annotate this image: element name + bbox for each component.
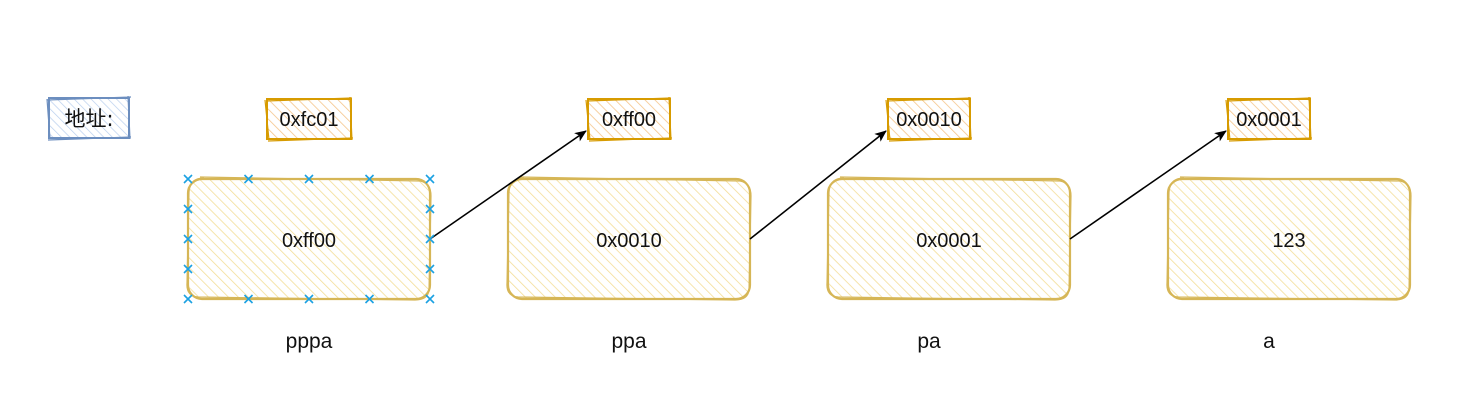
resize-handle[interactable] [183,264,193,274]
edge-layer [429,130,1227,240]
resize-handle[interactable] [364,294,375,304]
value-text: 0x0010 [596,230,662,252]
address-text: 0x0001 [1236,109,1302,131]
resize-handle[interactable] [243,294,254,304]
resize-handle[interactable] [183,174,193,184]
variable-name: pa [917,330,941,353]
value-box: 123 [1166,176,1412,301]
node-layer: 0xfc01 0xff00 pppa 0xff00 0x001 [186,96,1412,353]
resize-handle[interactable] [425,234,435,244]
resize-handle[interactable] [304,174,314,184]
edge-pa-to-a [1069,130,1227,240]
node-pppa[interactable]: 0xfc01 0xff00 pppa [186,96,432,353]
resize-handle[interactable] [364,174,375,184]
resize-handle[interactable] [304,294,314,304]
selection-handles[interactable] [183,174,435,304]
value-box: 0x0010 [506,176,752,301]
value-text: 123 [1272,230,1305,252]
address-box: 0xff00 [585,96,673,142]
resize-handle[interactable] [425,204,435,214]
variable-name: ppa [611,330,646,353]
address-box: 0x0010 [885,96,973,142]
node-a[interactable]: 0x0001 123 a [1166,96,1412,353]
resize-handle[interactable] [243,174,254,184]
resize-handle[interactable] [425,294,435,304]
address-box: 0x0001 [1225,96,1313,142]
address-text: 0xff00 [602,109,656,131]
variable-name: a [1263,330,1275,353]
node-pa[interactable]: 0x0010 0x0001 pa [826,96,1072,353]
resize-handle[interactable] [183,294,193,304]
address-label-text: 地址: [64,107,113,131]
resize-handle[interactable] [425,174,435,184]
edge-ppa-to-pa [749,130,887,240]
resize-handle[interactable] [425,264,435,274]
edge-pppa-to-ppa [429,130,587,240]
node-ppa[interactable]: 0xff00 0x0010 ppa [506,96,752,353]
resize-handle[interactable] [183,234,193,244]
address-text: 0xfc01 [280,109,339,131]
address-box: 0xfc01 [264,96,354,142]
address-text: 0x0010 [896,109,962,131]
value-box: 0xff00 [186,176,432,301]
resize-handle[interactable] [183,204,193,214]
address-label: 地址: [46,95,132,141]
value-box: 0x0001 [826,176,1072,301]
value-text: 0x0001 [916,230,982,252]
variable-name: pppa [286,330,333,353]
value-text: 0xff00 [282,230,336,252]
